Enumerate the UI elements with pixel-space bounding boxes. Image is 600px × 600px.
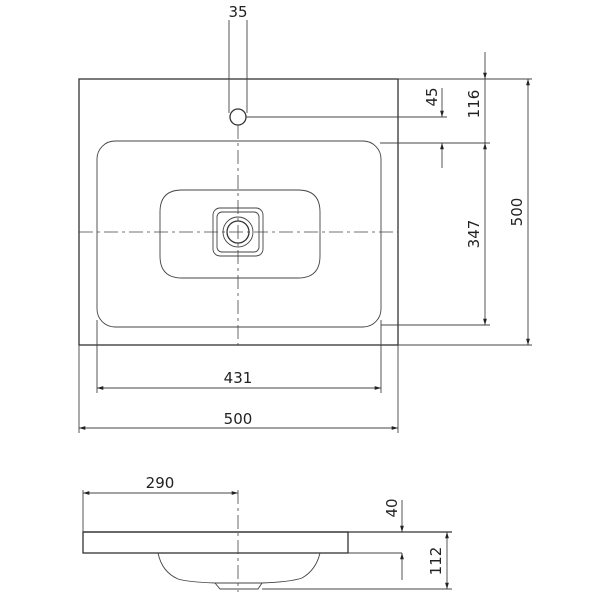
top-view: 35 45 116 347 500 431 500 [78, 3, 532, 433]
tap-hole [229, 108, 247, 126]
dim-basin-depth: 347 [465, 220, 483, 249]
basin-outline [96, 140, 382, 328]
dim-slab-thickness: 40 [383, 498, 401, 517]
dim-tap-hole-width: 35 [228, 3, 247, 21]
dim-back-to-basin: 116 [465, 90, 483, 119]
bowl-outline [159, 189, 321, 279]
side-view: 290 40 112 [82, 474, 452, 592]
slab-outline [82, 531, 349, 554]
bowl-profile [157, 552, 321, 584]
countertop-outline [78, 78, 399, 346]
dim-basin-width: 431 [224, 369, 253, 387]
dim-total-depth: 500 [508, 198, 526, 227]
drain-profile [214, 582, 263, 590]
dim-total-width: 500 [224, 410, 253, 428]
dim-tap-hole-offset: 45 [423, 87, 441, 106]
dim-drain-offset: 290 [146, 474, 175, 492]
dim-total-height: 112 [427, 547, 445, 576]
